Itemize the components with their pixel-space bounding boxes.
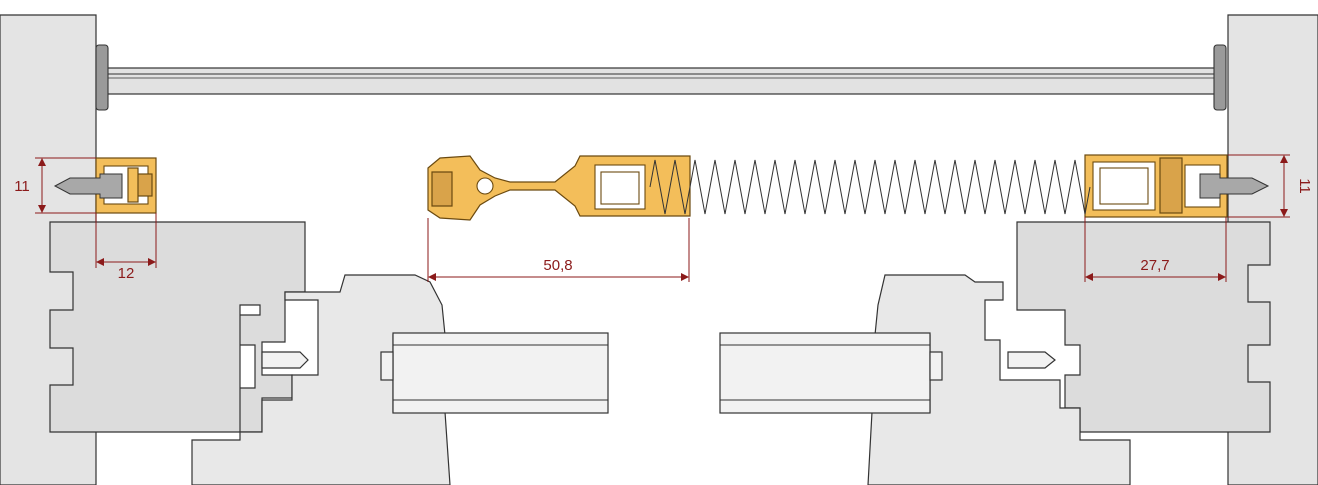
left-glass-rail	[380, 332, 609, 414]
dimension-left-width: 12	[95, 213, 157, 282]
dimension-center-width-label: 50,8	[543, 257, 572, 274]
left-screw-icon	[53, 173, 123, 199]
center-gold-gasket	[427, 155, 691, 221]
dimension-right-width-label: 27,7	[1140, 257, 1169, 274]
right-glass-rail	[719, 332, 943, 414]
dimension-left-width-label: 12	[118, 265, 135, 282]
dimension-right-height: 11	[1228, 154, 1313, 218]
left-gasket-clip	[261, 351, 309, 369]
dimension-center-width: 50,8	[427, 218, 690, 282]
left-frame-panel	[49, 221, 306, 433]
dimension-right-width: 27,7	[1084, 217, 1227, 282]
dimension-left-height-label: 11	[14, 178, 30, 195]
dimension-right-height-label: 11	[1296, 178, 1313, 194]
right-frame-panel	[1016, 221, 1271, 433]
right-screw-icon	[1199, 173, 1270, 199]
left-door-leaf	[191, 274, 451, 485]
right-gasket-clip	[1007, 351, 1056, 369]
left-wall	[0, 14, 97, 485]
top-rail	[95, 44, 1227, 111]
center-spring	[649, 159, 1091, 215]
dimension-left-height: 11	[14, 157, 96, 214]
